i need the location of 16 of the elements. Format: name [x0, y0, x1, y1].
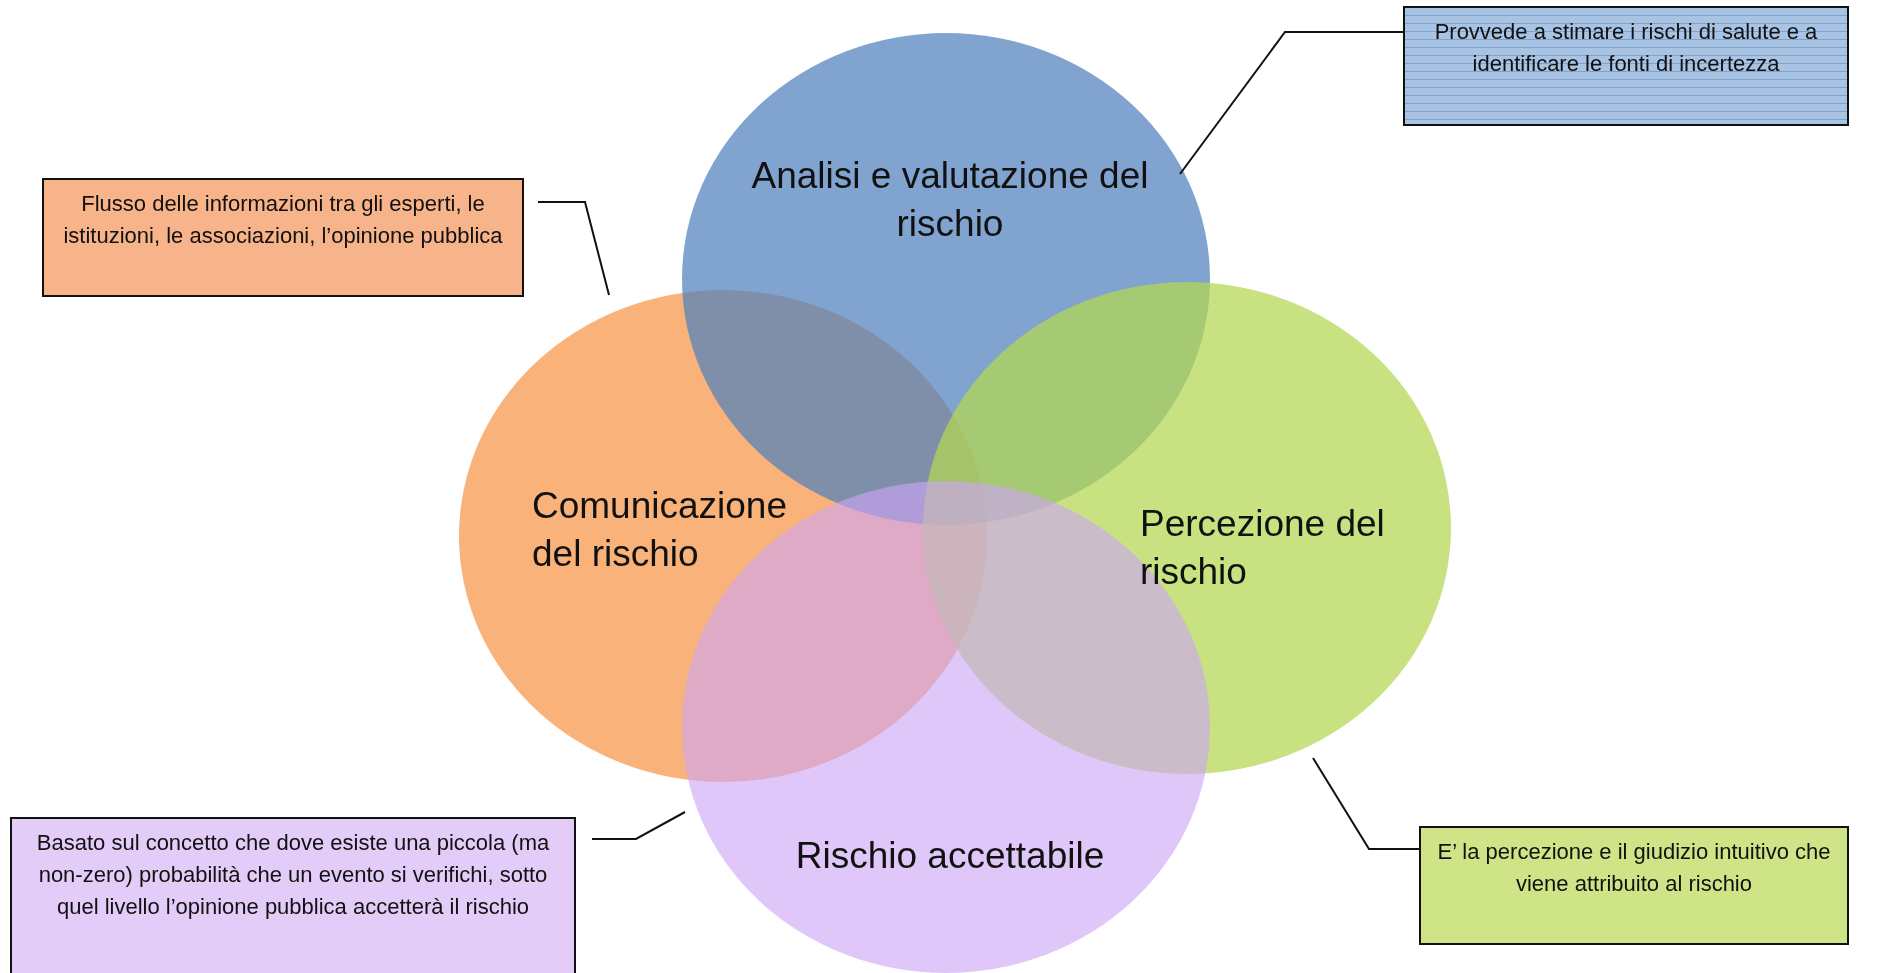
circle-label: Percezione del rischio: [1140, 502, 1386, 595]
callout-box: [42, 178, 524, 297]
circle-label: Rischio accettabile: [794, 834, 1106, 878]
callout-text: Provvede a stimare i rischi di salute e a identificare le fonti di incertezza: [1433, 18, 1819, 78]
circle-label: Analisi e valutazione del rischio: [750, 154, 1150, 247]
leader-line: [1179, 31, 1404, 175]
leader-line: [591, 811, 686, 840]
circle-label: Comunicazione del rischio: [532, 484, 789, 577]
callout-box: [10, 817, 576, 973]
leader-line: [1312, 757, 1420, 850]
callout-text: Basato sul concetto che dove esiste una piccola (ma non-zero) probabilità che un evento si verifichi, sotto quel livello l’opinione pubblica accetterà il rischio: [35, 829, 551, 921]
callout-text: E’ la percezione e il giudizio intuitivo che viene attribuito al rischio: [1436, 838, 1832, 898]
callout-box: [1419, 826, 1849, 945]
callout-box: [1403, 6, 1849, 126]
callout-text: Flusso delle informazioni tra gli esperti, le istituzioni, le associazioni, l’opinione pubblica: [62, 190, 504, 250]
leader-line: [537, 201, 610, 296]
